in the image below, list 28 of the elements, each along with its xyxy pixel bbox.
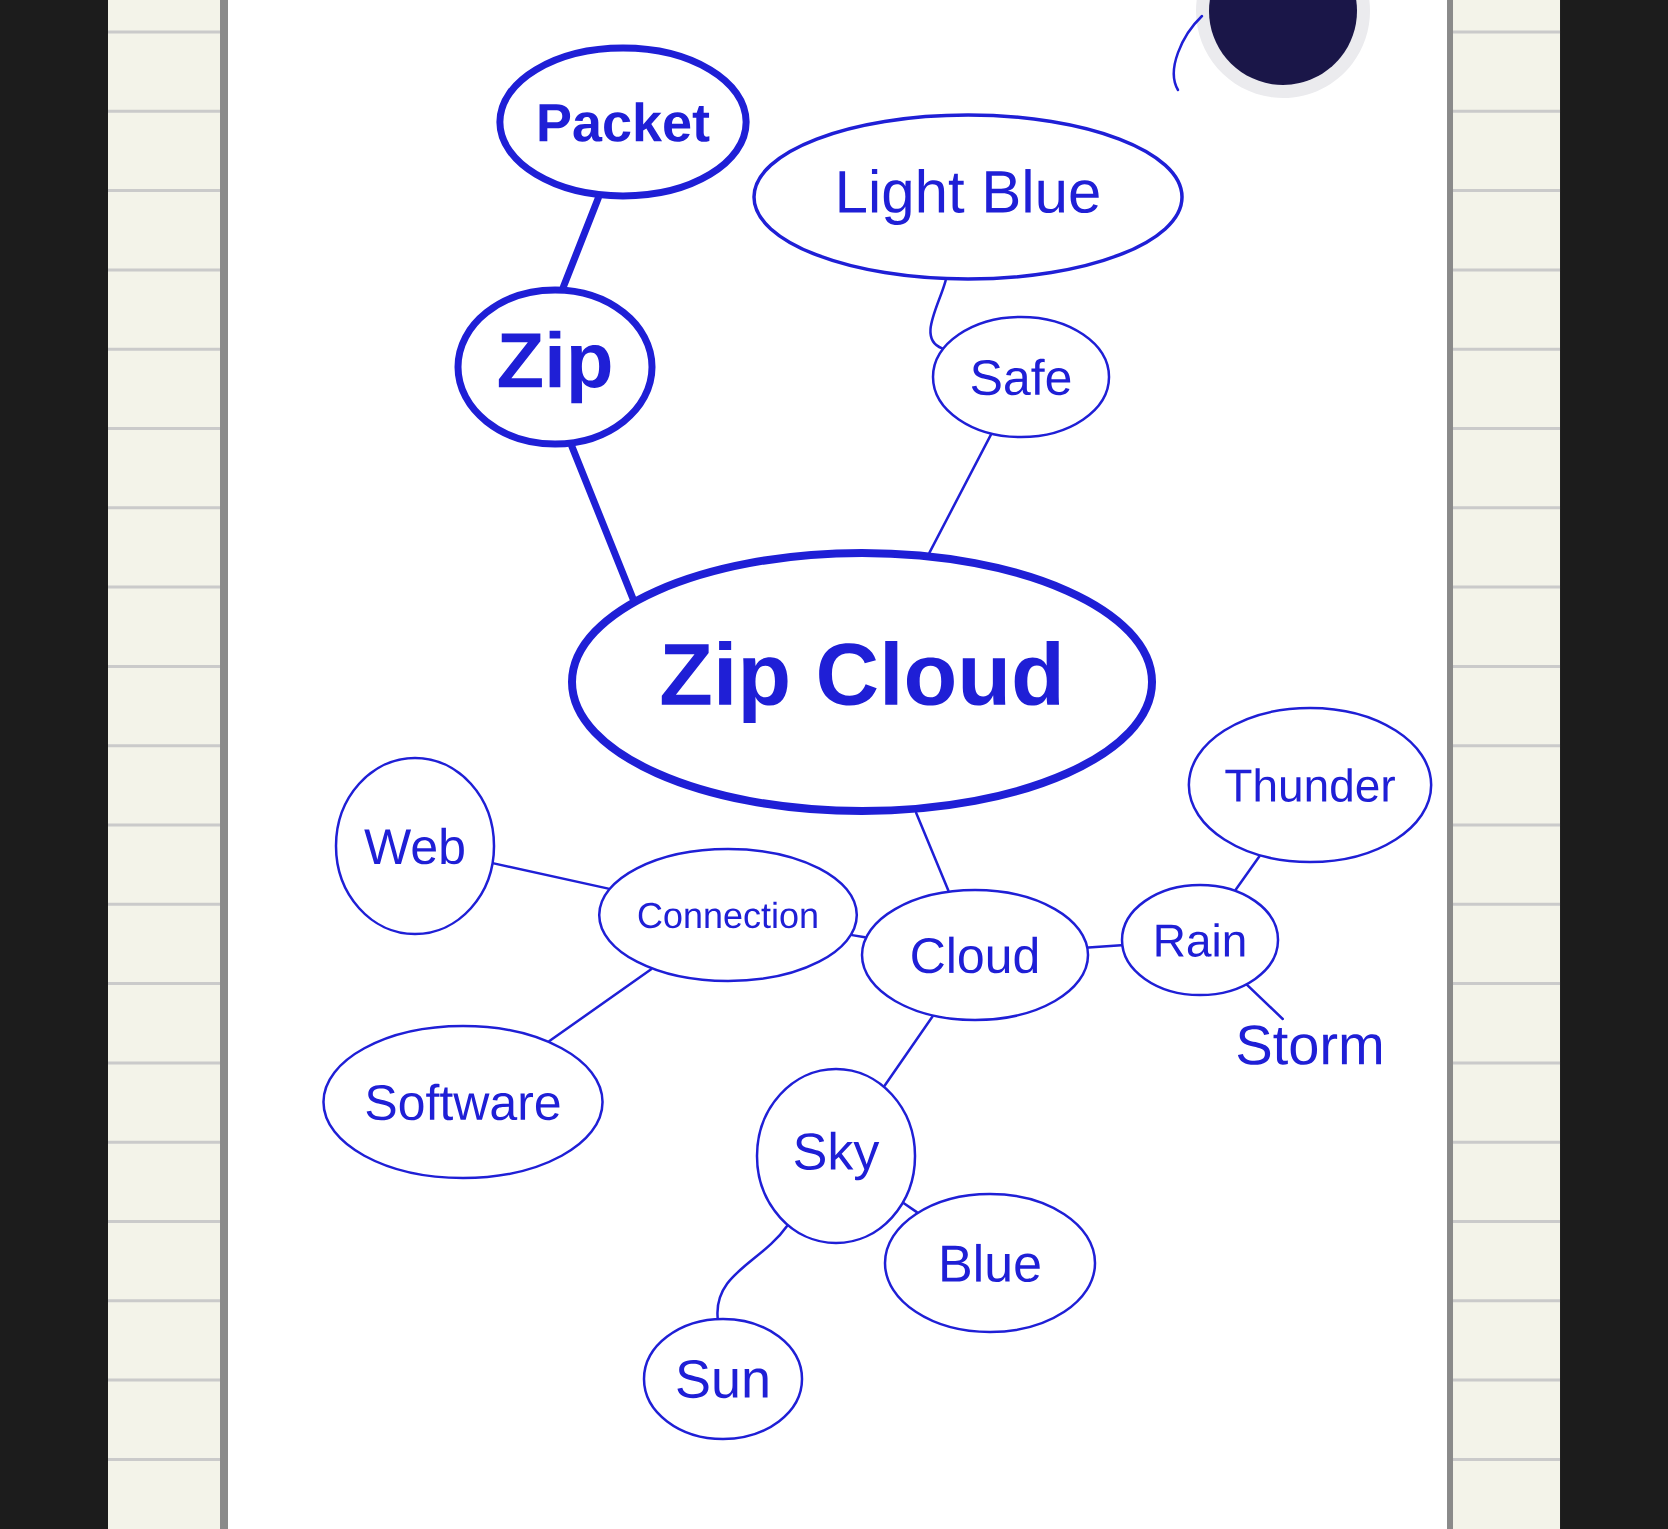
connector-line — [929, 279, 947, 350]
text-label: Storm — [1237, 1025, 1381, 1065]
bubble: Cloud — [860, 888, 1090, 1022]
connector-line — [914, 811, 950, 892]
bubble: Zip Cloud — [568, 549, 1156, 815]
connector-line — [1087, 944, 1123, 949]
connector-line — [928, 433, 993, 554]
connector-line — [568, 442, 637, 603]
bubble: Safe — [931, 315, 1111, 439]
connector-line — [716, 1224, 789, 1320]
bubble: Light Blue — [752, 113, 1184, 281]
bubble: Sun — [642, 1317, 804, 1441]
connector-line — [883, 1015, 934, 1087]
connector-line — [1246, 983, 1284, 1021]
bubble: Connection — [597, 847, 859, 983]
bubble: Thunder — [1187, 706, 1433, 864]
connector-line — [1234, 855, 1261, 892]
bubble: Packet — [496, 44, 750, 200]
bubble: Sky — [755, 1067, 917, 1245]
connector-line — [902, 1201, 918, 1214]
bubble: Rain — [1120, 883, 1280, 997]
bubble: Software — [322, 1024, 604, 1180]
connector-line — [850, 933, 867, 939]
bubble: Blue — [883, 1192, 1097, 1334]
bubble: Web — [334, 756, 496, 936]
connector-line — [492, 862, 610, 890]
bubble: Zip — [454, 286, 656, 448]
connector-line — [548, 968, 653, 1043]
